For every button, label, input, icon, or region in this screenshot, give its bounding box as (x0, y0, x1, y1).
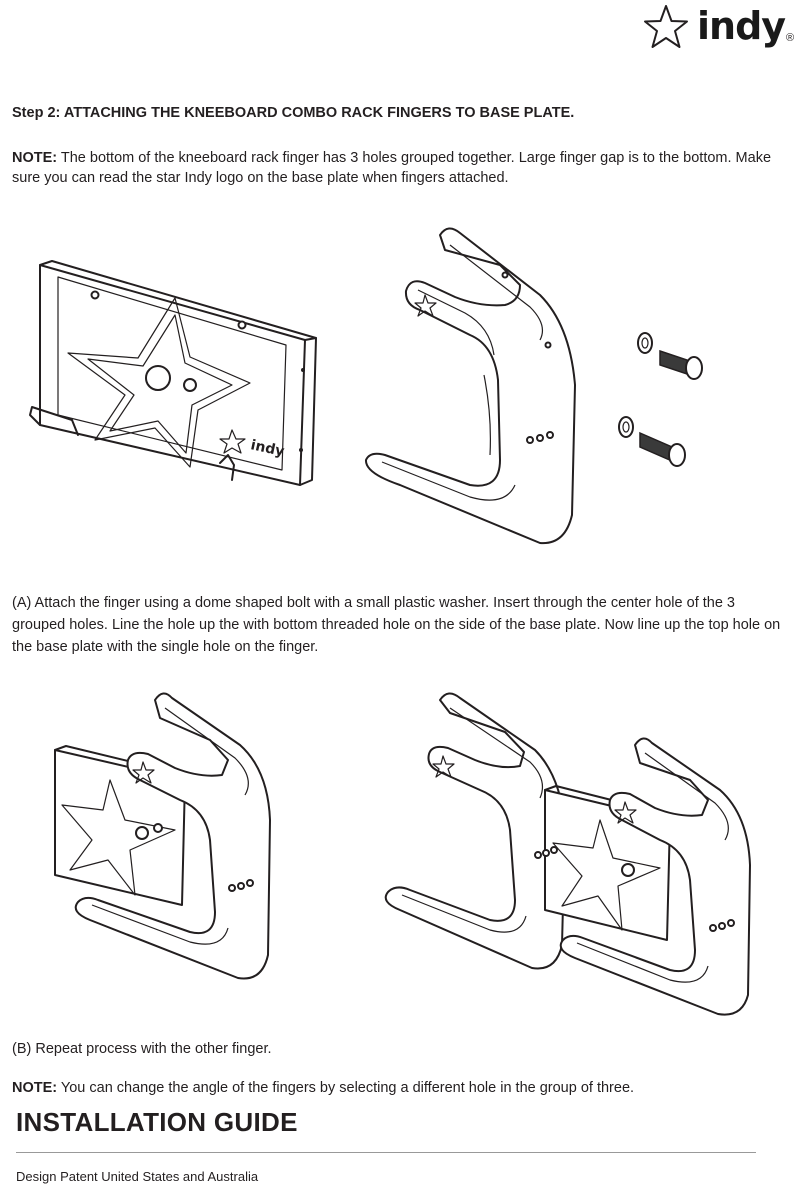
note-text: The bottom of the kneeboard rack finger … (12, 150, 772, 186)
note-bottom-text: You can change the angle of the fingers … (57, 1080, 635, 1096)
base-plate-illustration: indy (29, 260, 317, 486)
brand-name: indy (697, 4, 786, 48)
step-heading: Step 2: ATTACHING THE KNEEBOARD COMBO RA… (12, 105, 575, 121)
rack-finger-illustration (365, 227, 576, 545)
brand-logo: indy ® (640, 2, 800, 52)
footer-patent: Design Patent United States and Australi… (16, 1169, 259, 1184)
assembly-one-finger (54, 692, 271, 980)
note-bottom: NOTE: You can change the angle of the fi… (12, 1077, 787, 1099)
plate-logo-text: indy (249, 437, 286, 460)
guide-title: INSTALLATION GUIDE (16, 1107, 298, 1137)
figure-exploded-parts: indy (29, 227, 703, 545)
instruction-b: (B) Repeat process with the other finger… (12, 1041, 272, 1057)
note-bottom-label: NOTE: (12, 1080, 58, 1096)
assembly-two-fingers (384, 692, 751, 1016)
instruction-a: (A) Attach the finger using a dome shape… (12, 595, 781, 655)
figure-assembly-steps (54, 692, 751, 1016)
note-label: NOTE: (12, 150, 58, 166)
star-logo-icon (644, 5, 688, 48)
title-divider (16, 1152, 756, 1153)
hardware-illustration (618, 332, 703, 467)
registered-mark: ® (786, 32, 795, 44)
note-top: NOTE: The bottom of the kneeboard rack f… (12, 148, 782, 188)
